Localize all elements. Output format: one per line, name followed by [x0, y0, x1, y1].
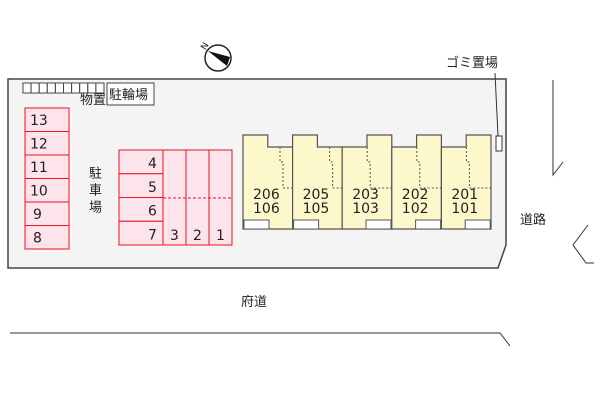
interior-line	[366, 147, 392, 189]
unit-number-upper: 206	[253, 187, 280, 203]
parking-space-number: 4	[148, 156, 157, 172]
road-label: 道路	[520, 212, 546, 228]
unit-number-upper: 203	[352, 187, 379, 203]
garbage-area	[495, 135, 503, 152]
road-arrow	[552, 80, 564, 177]
storage-cell	[63, 82, 73, 94]
storage-cell	[22, 82, 32, 94]
storage-cell	[95, 82, 105, 94]
entrance	[243, 219, 270, 230]
unit-number-lower: 103	[352, 201, 379, 217]
prefectural-road-line	[10, 332, 511, 347]
parking-space-number: 2	[193, 228, 202, 244]
parking-space-number: 7	[148, 227, 157, 243]
parking-space-number: 11	[30, 160, 48, 176]
parking-space	[24, 225, 70, 250]
interior-line	[465, 147, 491, 189]
storage-cell	[71, 82, 81, 94]
parking-space-number: 1	[216, 228, 225, 244]
interior-line	[329, 147, 343, 189]
entrance	[293, 219, 320, 230]
storage-cell	[38, 82, 48, 94]
unit-number-lower: 105	[303, 201, 330, 217]
parking-space	[24, 201, 70, 226]
parking-space-number: 9	[33, 207, 42, 223]
parking-space-number: 3	[170, 228, 179, 244]
storage-cell	[79, 82, 89, 94]
interior-line	[416, 147, 442, 189]
storage-shed	[22, 82, 105, 94]
interior-line	[279, 147, 293, 189]
parking-space-number: 13	[30, 113, 48, 129]
storage-cell	[54, 82, 65, 94]
entrance	[365, 219, 392, 230]
unit-number-upper: 205	[303, 187, 330, 203]
entrance	[464, 219, 491, 230]
storage-cell	[46, 82, 56, 94]
compass-north-label: N	[200, 41, 212, 52]
unit-number-lower: 102	[402, 201, 429, 217]
parking-space-number: 8	[33, 231, 42, 247]
compass-icon: N	[200, 41, 232, 72]
storage-cell	[30, 82, 40, 94]
entrance	[415, 219, 442, 230]
prefectural-road-label: 府道	[241, 295, 267, 310]
parking-space-number: 10	[30, 184, 48, 200]
unit-number-lower: 101	[451, 201, 478, 217]
bicycle-parking	[106, 82, 155, 106]
unit-number-upper: 201	[451, 187, 478, 203]
parking-space-number: 12	[30, 137, 48, 153]
storage-label: 物置	[80, 93, 106, 108]
bicycle-parking-label: 駐輪場	[109, 87, 148, 103]
unit-number-lower: 106	[253, 201, 280, 217]
parking-left-column: 13 12 11 10 9 8	[24, 107, 70, 250]
storage-cell	[87, 82, 97, 94]
leader-line	[494, 72, 499, 137]
parking-space-number: 5	[148, 180, 157, 196]
parking-space-number: 6	[148, 204, 157, 220]
parking-label: 駐車場	[86, 166, 101, 217]
road-arrow	[572, 224, 594, 264]
unit-number-upper: 202	[402, 187, 429, 203]
garbage-label: ゴミ置場	[446, 55, 498, 71]
